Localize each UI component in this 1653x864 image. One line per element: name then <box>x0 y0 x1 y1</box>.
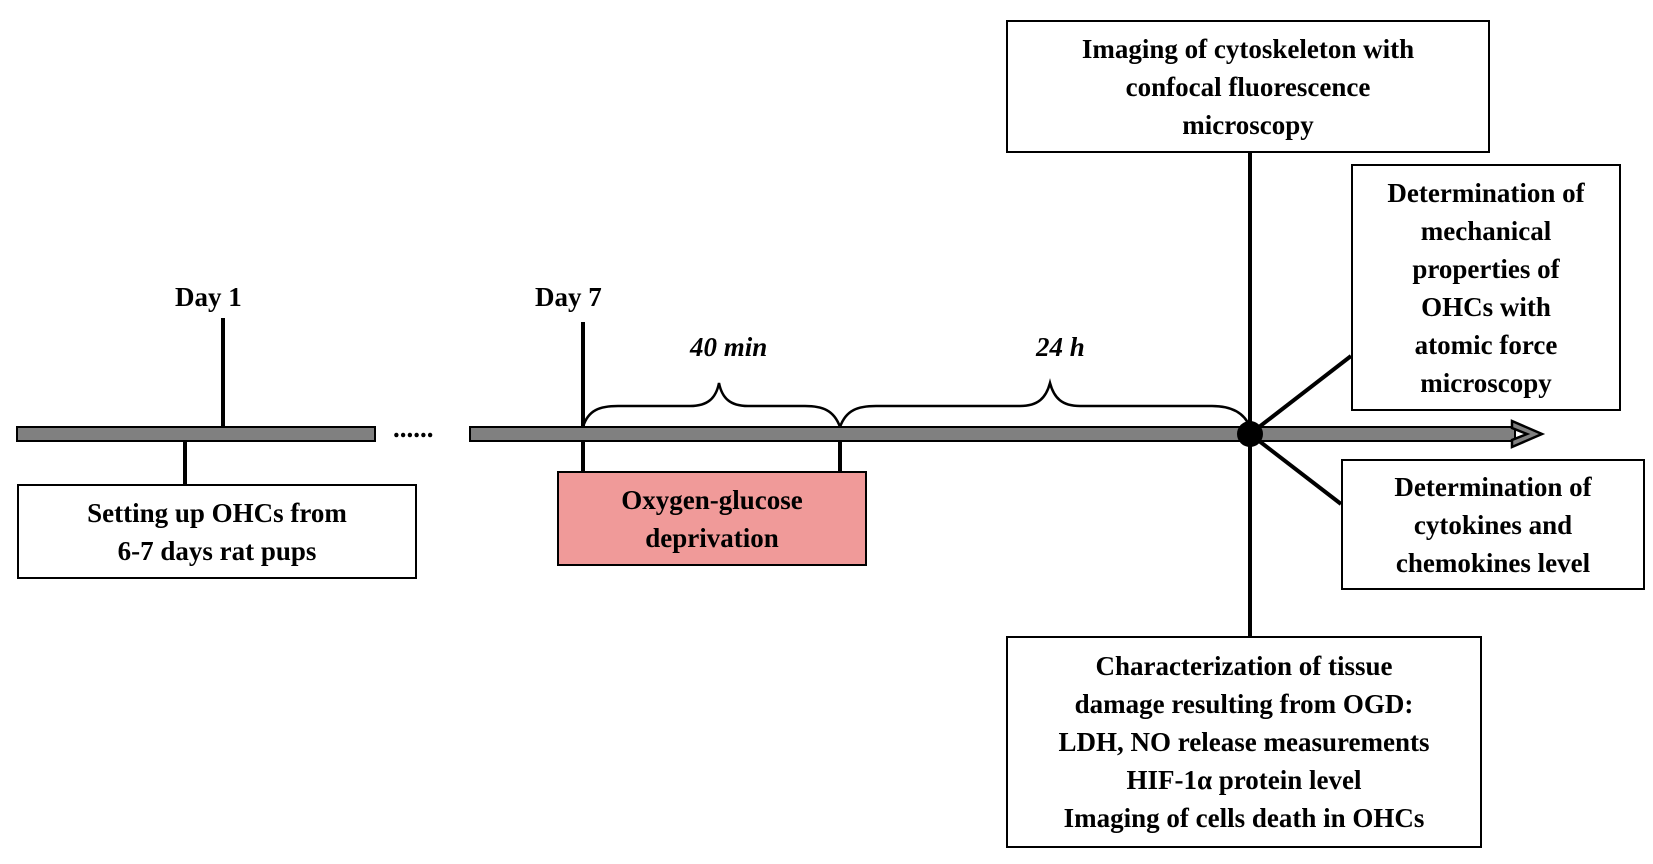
setup-text-line: 6-7 days rat pups <box>117 535 317 566</box>
day7-label: Day 7 <box>535 282 602 312</box>
cytoskeleton-text-line: confocal fluorescence <box>1125 71 1371 102</box>
setup-box: Setting up OHCs from 6-7 days rat pups <box>17 484 417 579</box>
timeline-arrowhead <box>1510 419 1546 449</box>
damage-text-line: LDH, NO release measurements <box>1058 727 1430 757</box>
damage-text-line: HIF-1α protein level <box>1126 765 1362 795</box>
brace-24h <box>838 378 1252 428</box>
damage-text-line: Characterization of tissue <box>1095 651 1393 681</box>
mechanical-text-line: mechanical <box>1420 215 1552 246</box>
mechanical-text-line: atomic force <box>1414 329 1558 360</box>
connector-cytokines <box>1248 432 1343 506</box>
timeline-axis-right <box>469 426 1516 442</box>
connector-mechanical <box>1248 354 1353 436</box>
ogd-box: Oxygen-glucose deprivation <box>557 471 867 566</box>
mechanical-text-line: microscopy <box>1420 367 1552 398</box>
damage-text-line: damage resulting from OGD: <box>1074 689 1414 719</box>
damage-box: Characterization of tissue damage result… <box>1006 636 1482 848</box>
endpoint-dot <box>1237 421 1263 447</box>
ogd-text-line: Oxygen-glucose <box>621 484 803 515</box>
cytokines-box: Determination of cytokines and chemokine… <box>1341 459 1645 590</box>
cytoskeleton-text-line: microscopy <box>1182 109 1314 140</box>
cytoskeleton-text-line: Imaging of cytoskeleton with <box>1081 33 1415 64</box>
mechanical-text-line: Determination of <box>1387 177 1585 208</box>
day1-label: Day 1 <box>175 282 242 312</box>
interval-40min-label: 40 min <box>690 332 768 362</box>
cytokines-text-line: cytokines and <box>1413 509 1573 540</box>
brace-40min <box>581 382 842 428</box>
mechanical-text-line: OHCs with <box>1421 291 1551 322</box>
cytokines-text-line: chemokines level <box>1395 547 1591 578</box>
mechanical-box: Determination of mechanical properties o… <box>1351 164 1621 411</box>
gap-dots: ...... <box>393 413 434 443</box>
mechanical-text-line: properties of <box>1412 253 1560 284</box>
setup-text-line: Setting up OHCs from <box>87 497 347 528</box>
interval-24h-label: 24 h <box>1036 332 1085 362</box>
cytokines-text-line: Determination of <box>1394 471 1592 502</box>
ogd-text-line: deprivation <box>645 522 779 553</box>
cytoskeleton-box: Imaging of cytoskeleton with confocal fl… <box>1006 20 1490 153</box>
damage-text-line: Imaging of cells death in OHCs <box>1063 803 1425 833</box>
timeline-axis-left <box>16 426 376 442</box>
